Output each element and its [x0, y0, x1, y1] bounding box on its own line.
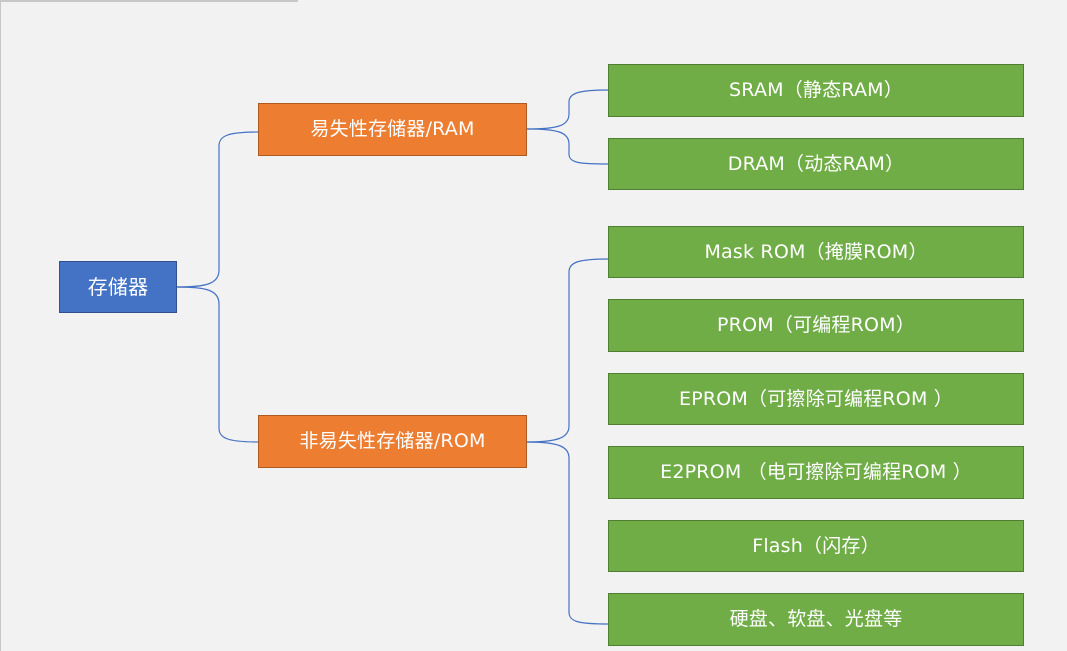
leaf-node-sram[interactable]: SRAM（静态RAM） [608, 64, 1024, 117]
category-node-ram[interactable]: 易失性存储器/RAM [258, 103, 527, 156]
leaf-node-e2prom[interactable]: E2PROM （电可擦除可编程ROM ） [608, 446, 1024, 499]
leaf-node-mask-rom[interactable]: Mask ROM（掩膜ROM） [608, 226, 1024, 278]
connector-ram-sram [526, 89, 610, 130]
leaf-node-disk-storage[interactable]: 硬盘、软盘、光盘等 [608, 593, 1024, 646]
connector-ram-dram [526, 128, 610, 165]
category-node-rom[interactable]: 非易失性存储器/ROM [258, 415, 527, 468]
leaf-node-eprom[interactable]: EPROM（可擦除可编程ROM ） [608, 373, 1024, 425]
root-node[interactable]: 存储器 [59, 261, 177, 313]
leaf-node-prom[interactable]: PROM（可编程ROM） [608, 299, 1024, 352]
leaf-node-flash[interactable]: Flash（闪存） [608, 520, 1024, 572]
connector-root-rom [176, 286, 260, 443]
top-divider [1, 0, 298, 2]
connector-root-ram [176, 131, 260, 288]
connector-rom-disk [526, 441, 610, 625]
connector-rom-maskrom [526, 258, 610, 443]
leaf-node-dram[interactable]: DRAM（动态RAM） [608, 138, 1024, 190]
